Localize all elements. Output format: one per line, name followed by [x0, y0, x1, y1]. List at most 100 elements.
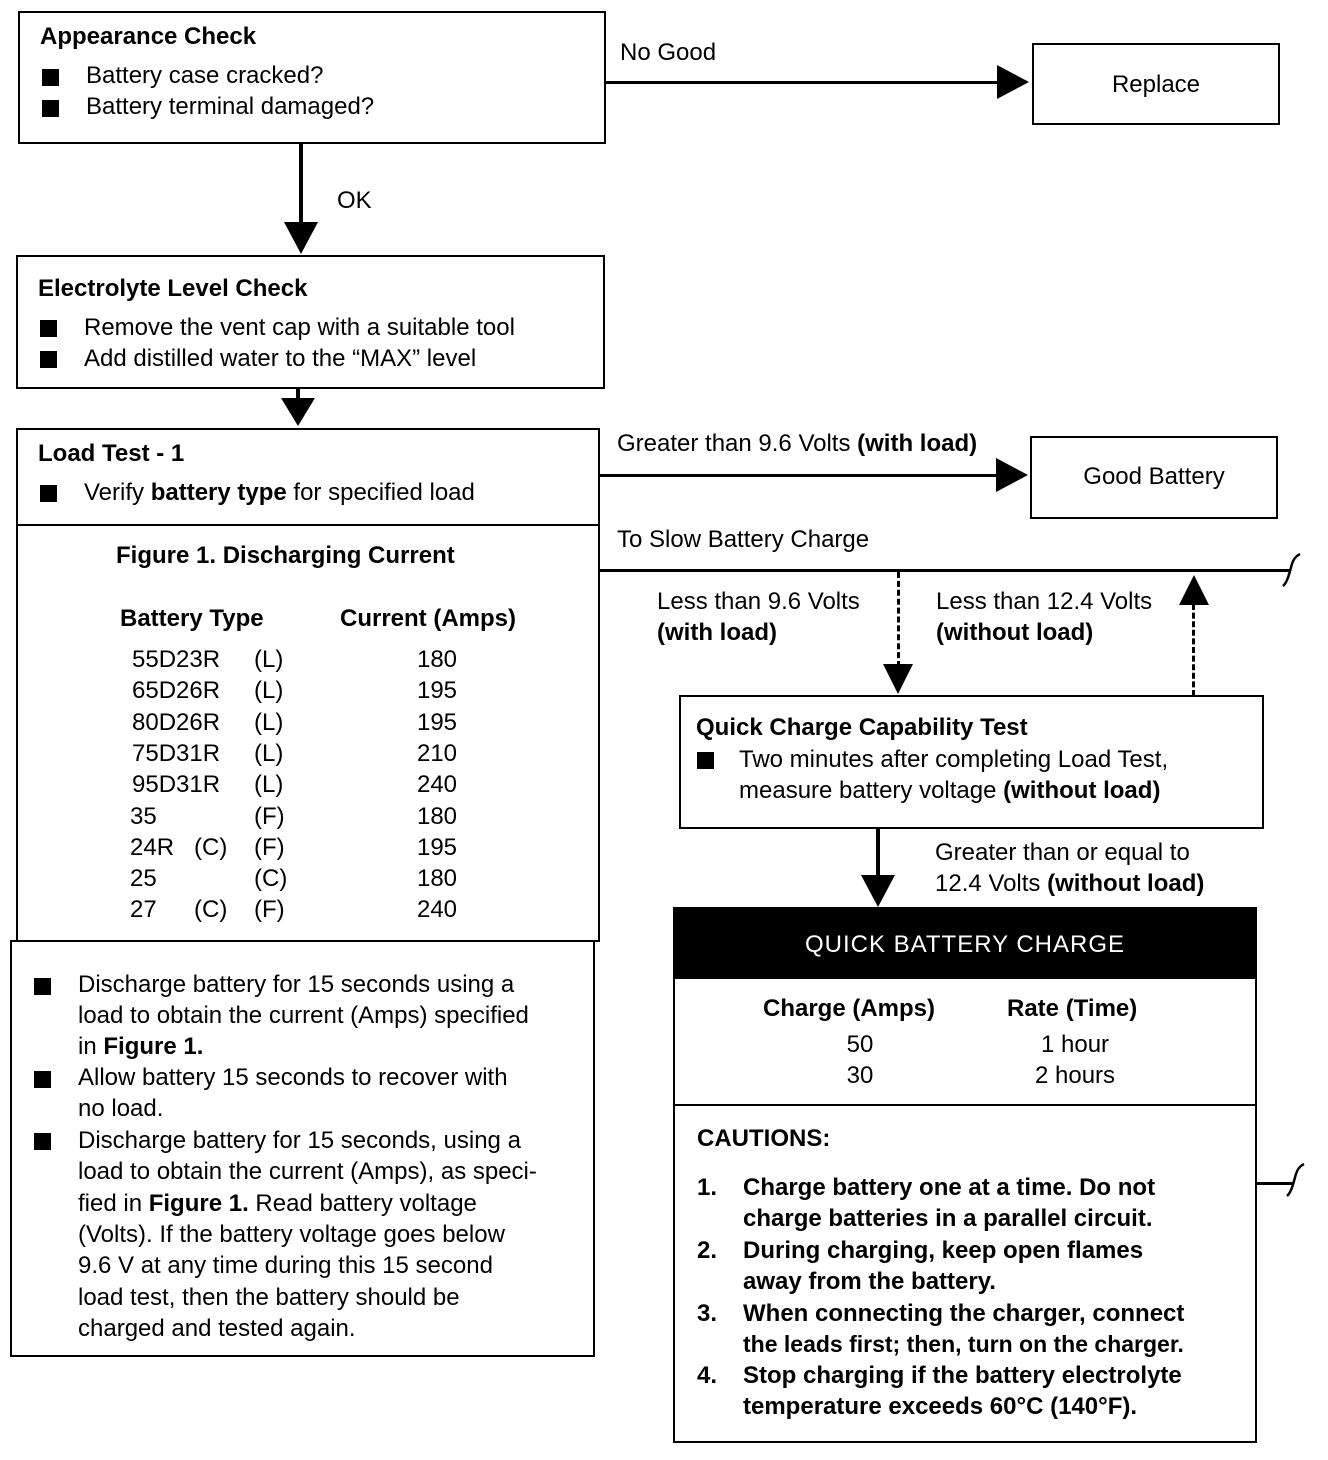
caution-line: When connecting the charger, connect	[743, 1300, 1185, 1327]
edge-label-less-124: Less than 12.4 Volts	[936, 588, 1153, 615]
arrow-right-icon	[997, 65, 1029, 99]
figure-cell-type: 75D31R	[132, 740, 221, 767]
edge-label-less-124-bold: (without load)	[936, 619, 1094, 646]
arrow-down-icon	[883, 664, 913, 694]
figure-cell-terminal: (L)	[254, 771, 284, 798]
edge-line	[606, 81, 1002, 84]
load-test-item-pre: Verify	[84, 479, 151, 506]
figure-cell-terminal: (F)	[254, 803, 285, 830]
bullet-icon	[34, 978, 51, 995]
edge-line	[600, 474, 1000, 477]
figure-cell-terminal: (L)	[254, 709, 284, 736]
figure-cell-terminal: (L)	[254, 646, 284, 673]
figure-cell-terminal: (L)	[254, 740, 284, 767]
edge-label-greater-96: Greater than 9.6 Volts (with load)	[617, 428, 977, 459]
appearance-item: Battery terminal damaged?	[86, 93, 375, 120]
figure-cell-amps: 195	[416, 677, 458, 704]
quick-battery-charge-box: QUICK BATTERY CHARGE Charge (Amps) Rate …	[673, 907, 1257, 1443]
cautions-title: CAUTIONS:	[697, 1125, 831, 1152]
edge-label-ok: OK	[337, 187, 372, 214]
arrow-right-icon	[996, 458, 1028, 492]
replace-box: Replace	[1032, 43, 1280, 125]
figure-cell-amps: 195	[416, 709, 458, 736]
figure-cell-variant: (C)	[194, 896, 228, 923]
arrow-down-icon	[861, 875, 895, 907]
load-test-item-post: for specified load	[286, 479, 475, 506]
edge-label-less-96: Less than 9.6 Volts	[657, 588, 860, 615]
bullet-icon	[34, 1133, 51, 1150]
figure-cell-amps: 180	[416, 646, 458, 673]
quick-battery-charge-title: QUICK BATTERY CHARGE	[804, 931, 1126, 958]
procedure-text: Read battery voltage	[248, 1190, 477, 1217]
caution-line: temperature exceeds 60°C (140°F).	[743, 1393, 1138, 1420]
load-test-item-bold: battery type	[150, 479, 287, 506]
bullet-icon	[40, 351, 57, 368]
procedure-line: load to obtain the current (Amps), as sp…	[78, 1158, 537, 1185]
charge-amps-cell: 50	[846, 1031, 874, 1058]
arrow-down-icon	[284, 222, 318, 254]
quick-charge-test-line: measure battery voltage (without load)	[739, 775, 1160, 806]
arrow-up-icon	[1179, 575, 1209, 605]
caution-line: the leads first; then, turn on the charg…	[743, 1331, 1184, 1357]
quick-charge-test-line: Two minutes after completing Load Test,	[739, 746, 1169, 773]
quick-battery-charge-header: QUICK BATTERY CHARGE	[675, 909, 1255, 979]
charge-time-cell: 2 hours	[1035, 1062, 1116, 1089]
charge-col-amps: Charge (Amps)	[763, 995, 936, 1022]
bullet-icon	[34, 1071, 51, 1088]
figure-cell-terminal: (F)	[254, 834, 285, 861]
procedure-line: (Volts). If the battery voltage goes bel…	[78, 1221, 505, 1248]
edge-line	[600, 569, 1290, 572]
procedure-line: fied in Figure 1. Read battery voltage	[78, 1188, 477, 1219]
caution-line: During charging, keep open flames	[743, 1237, 1144, 1264]
figure-ref: Figure 1.	[148, 1190, 249, 1217]
figure-cell-type: 65D26R	[132, 677, 221, 704]
procedure-line: 9.6 V at any time during this 15 second	[78, 1252, 493, 1279]
caution-line: away from the battery.	[743, 1268, 996, 1295]
good-battery-box: Good Battery	[1030, 436, 1278, 519]
figure-cell-terminal: (F)	[254, 896, 285, 923]
figure-cell-type: 35	[130, 803, 157, 830]
figure-cell-amps: 240	[416, 771, 458, 798]
break-mark-icon	[1282, 552, 1301, 587]
charge-col-rate: Rate (Time)	[1007, 995, 1138, 1022]
caution-line: Stop charging if the battery electrolyte	[743, 1362, 1182, 1389]
figure-cell-amps: 210	[416, 740, 458, 767]
caution-line: charge batteries in a parallel circuit.	[743, 1205, 1153, 1232]
procedure-line: charged and tested again.	[78, 1315, 356, 1342]
appearance-check-box: Appearance Check Battery case cracked? B…	[18, 11, 606, 144]
figure-cell-terminal: (C)	[254, 865, 288, 892]
quick-charge-test-text: measure battery voltage	[739, 777, 1004, 804]
figure-cell-amps: 240	[416, 896, 458, 923]
edge-line	[299, 144, 303, 226]
caution-number: 1.	[697, 1174, 718, 1201]
figure-title: Figure 1. Discharging Current	[116, 542, 455, 569]
caution-line: Charge battery one at a time. Do not	[743, 1174, 1156, 1201]
edge-label-bold: (without load)	[1047, 870, 1205, 897]
arrow-down-icon	[281, 398, 315, 426]
divider	[675, 1104, 1255, 1106]
edge-label-ge-124: Greater than or equal to	[935, 839, 1190, 866]
bullet-icon	[697, 752, 714, 769]
figure-cell-type: 27	[130, 896, 157, 923]
figure-cell-amps: 180	[416, 803, 458, 830]
quick-charge-test-box: Quick Charge Capability Test Two minutes…	[679, 695, 1264, 829]
edge-label-no-good: No Good	[620, 39, 717, 66]
figure-cell-type: 80D26R	[132, 709, 221, 736]
figure-col-current: Current (Amps)	[340, 605, 517, 632]
figure-cell-amps: 180	[416, 865, 458, 892]
edge-label-text: Greater than 9.6 Volts	[617, 430, 858, 457]
edge-label-less-96-bold: (with load)	[657, 619, 777, 646]
procedure-box: Discharge battery for 15 seconds using a…	[10, 940, 595, 1357]
procedure-line: Discharge battery for 15 seconds using a	[78, 971, 515, 998]
figure-ref: Figure 1.	[103, 1033, 204, 1060]
edge-label-to-slow: To Slow Battery Charge	[617, 526, 870, 553]
figure-cell-variant: (C)	[194, 834, 228, 861]
good-battery-label: Good Battery	[1083, 463, 1225, 490]
figure-cell-type: 24R	[130, 834, 175, 861]
caution-number: 3.	[697, 1300, 718, 1327]
replace-label: Replace	[1111, 71, 1201, 98]
charge-amps-cell: 30	[846, 1062, 874, 1089]
figure-cell-type: 55D23R	[132, 646, 221, 673]
bullet-icon	[42, 69, 59, 86]
procedure-line: load test, then the battery should be	[78, 1284, 460, 1311]
